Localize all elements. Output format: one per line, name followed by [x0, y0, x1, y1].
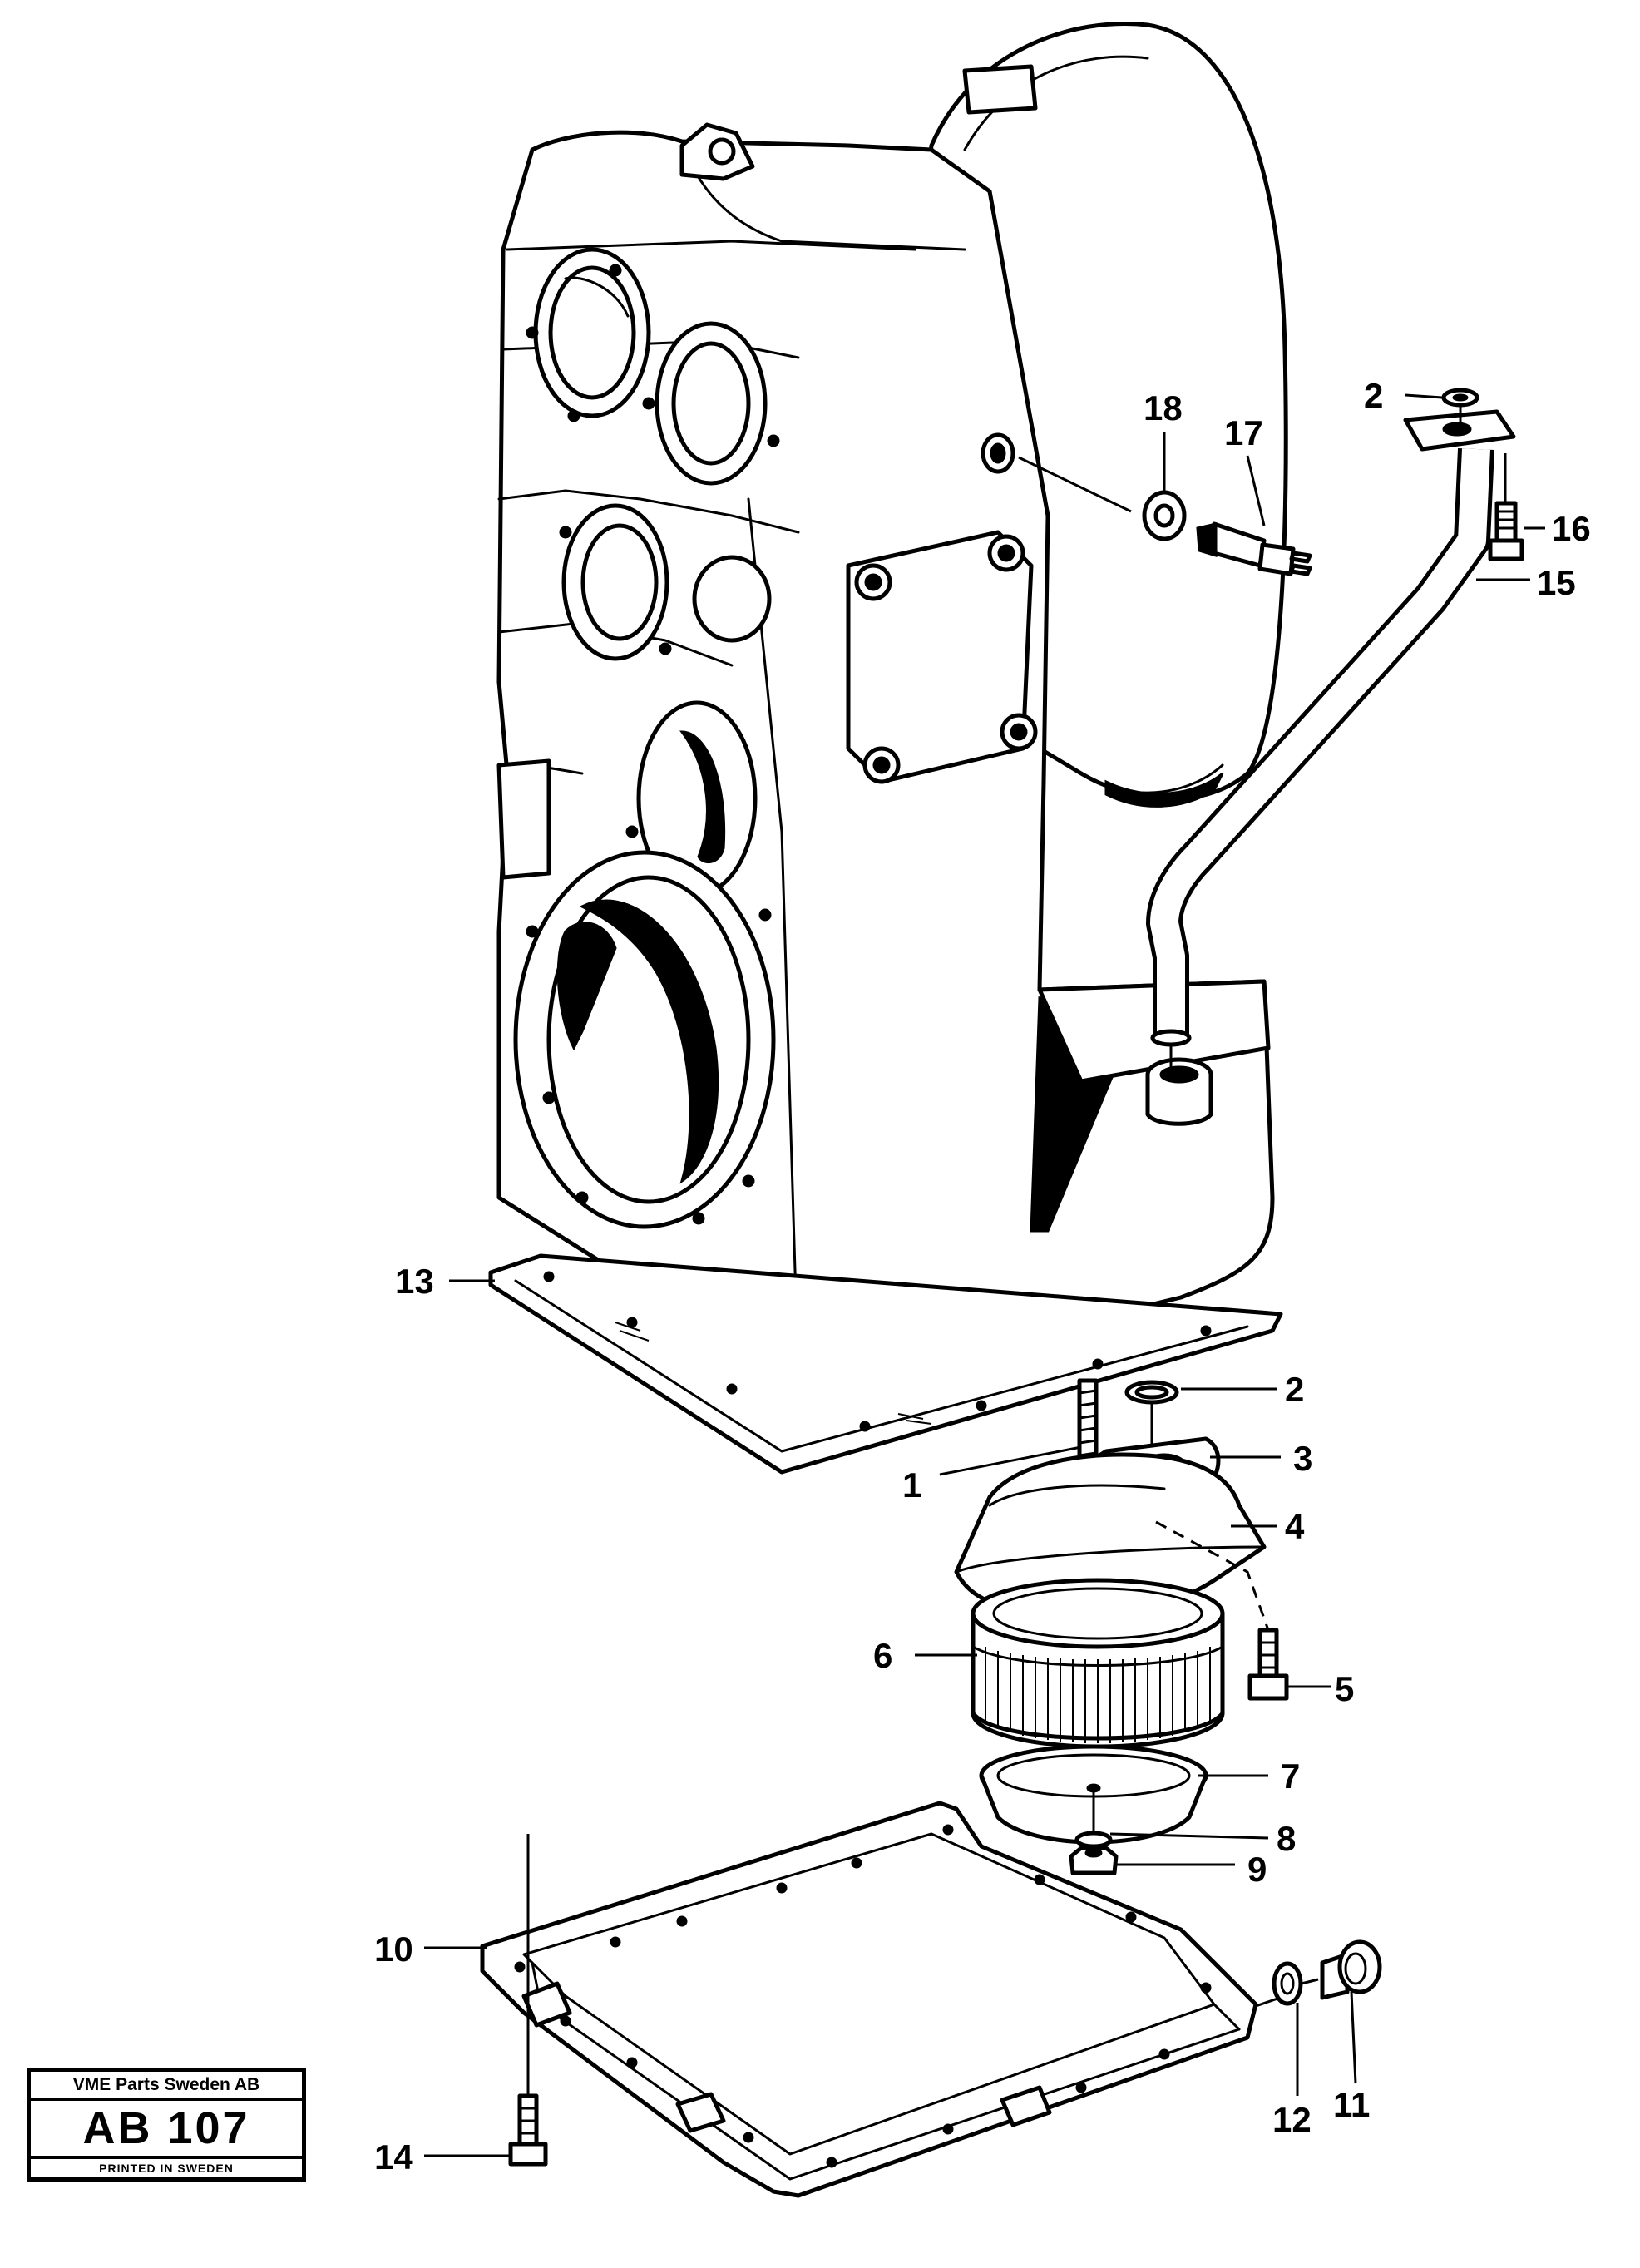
- housing-port-upper-right: [655, 321, 768, 486]
- callout-9: 9: [1247, 1850, 1267, 1889]
- part-9-nut: [1069, 1846, 1119, 1875]
- callout-8: 8: [1277, 1819, 1296, 1858]
- part-18-washer: [981, 432, 1187, 541]
- callout-16: 16: [1552, 509, 1591, 548]
- part-2-washer-lower: [1124, 1380, 1179, 1447]
- callout-13: 13: [395, 1262, 434, 1301]
- callout-leaders: [424, 393, 1545, 2157]
- catalog-stamp: VME Parts Sweden AB AB 107 PRINTED IN SW…: [27, 2068, 306, 2182]
- callout-3: 3: [1293, 1439, 1312, 1478]
- callout-4: 4: [1285, 1507, 1305, 1546]
- callout-7: 7: [1281, 1757, 1300, 1796]
- part-15-breather-pipe: [1146, 409, 1516, 1073]
- callout-15: 15: [1537, 563, 1576, 602]
- housing-bolt-holes: [526, 264, 780, 1225]
- part-10-oil-pan: [480, 1801, 1258, 2198]
- stamp-printed: PRINTED IN SWEDEN: [31, 2156, 302, 2177]
- callout-17: 17: [1224, 413, 1263, 452]
- part-5-screw: [1247, 1628, 1289, 1701]
- part-2-washer-upper: [1441, 388, 1479, 422]
- callout-5: 5: [1335, 1669, 1354, 1708]
- part-12-washer: [1255, 1961, 1303, 2008]
- housing-port-middle: [561, 503, 772, 661]
- housing-port-upper-left: [533, 247, 651, 418]
- part-14-screw: [508, 1834, 548, 2167]
- part-6-filter-element: [971, 1578, 1225, 1749]
- callout-2-lower: 2: [1285, 1370, 1304, 1409]
- callout-18: 18: [1144, 388, 1183, 427]
- callout-labels: 1 2 2 3 4 5 6 7 8 9 10 11 12 13 14 15 16…: [374, 376, 1591, 2177]
- callout-2-upper: 2: [1364, 376, 1383, 415]
- part-13-gasket: [488, 1253, 1283, 1475]
- stamp-company: VME Parts Sweden AB: [31, 2072, 302, 2101]
- housing-main-bore: [513, 850, 776, 1229]
- housing-side-cover: [846, 530, 1038, 784]
- part-1-stud: [1077, 1378, 1099, 1466]
- callout-14: 14: [374, 2137, 413, 2177]
- part-11-plug: [1301, 1939, 1382, 2000]
- callout-12: 12: [1272, 2100, 1312, 2139]
- stamp-code: AB 107: [82, 2103, 250, 2153]
- callout-6: 6: [873, 1636, 892, 1675]
- part-17-sender: [1196, 521, 1312, 576]
- transmission-housing: [496, 22, 1288, 1391]
- callout-1: 1: [902, 1465, 921, 1505]
- callout-10: 10: [374, 1930, 413, 1969]
- part-16-screw: [1488, 453, 1524, 561]
- callout-11: 11: [1333, 2085, 1370, 2124]
